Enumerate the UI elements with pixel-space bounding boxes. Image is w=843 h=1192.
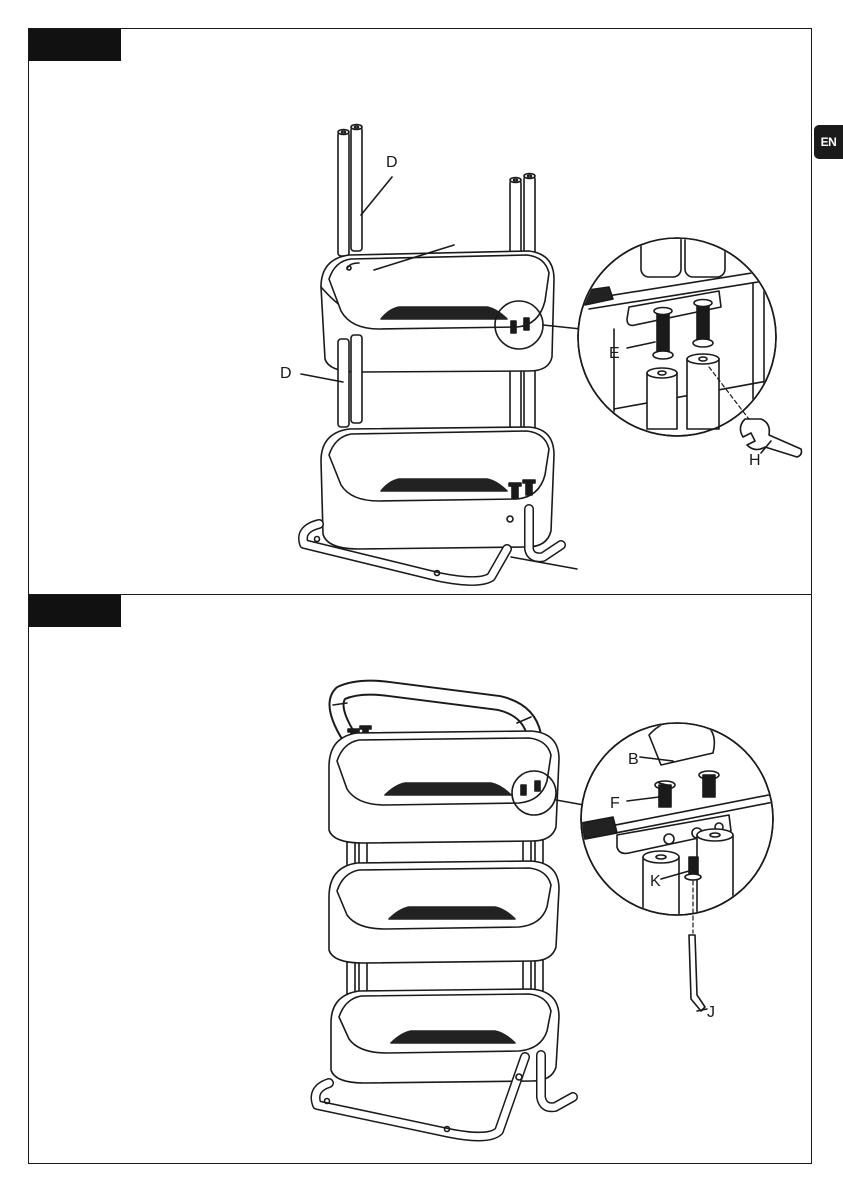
label-b: B — [628, 751, 639, 768]
tube-pair-top — [338, 125, 362, 257]
basket-middle — [329, 861, 559, 963]
step-panel-1: D D E H — [28, 28, 812, 595]
step-2-illustration: B F K J — [29, 595, 813, 1165]
step-1-illustration: D D E H — [29, 29, 813, 596]
callout-connector — [556, 800, 584, 805]
magnified-detail — [581, 719, 789, 927]
label-d-top: D — [386, 154, 398, 171]
lower-basket — [321, 427, 554, 549]
language-badge: EN — [814, 125, 843, 159]
leader-d-top — [361, 177, 392, 215]
label-f: F — [610, 795, 620, 812]
step-panel-2: B F K J — [28, 594, 812, 1164]
label-h: H — [749, 452, 761, 469]
label-d-left: D — [280, 365, 292, 382]
label-k: K — [650, 873, 661, 890]
leader-d-left — [301, 374, 343, 382]
label-j: J — [707, 1004, 715, 1021]
magnified-detail — [578, 229, 789, 436]
leader-j — [697, 1009, 707, 1011]
label-e: E — [609, 345, 620, 362]
